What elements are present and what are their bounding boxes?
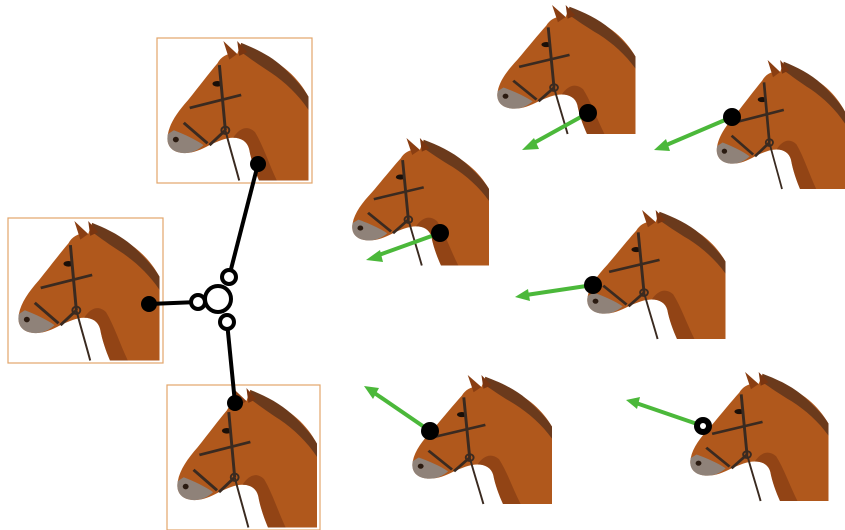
horse-head-image bbox=[495, 3, 637, 136]
keypoint-dot bbox=[584, 276, 602, 294]
horse-head-image bbox=[585, 208, 727, 341]
keypoint-dot bbox=[723, 108, 741, 126]
keypoint-dot bbox=[579, 104, 597, 122]
green-arrowhead bbox=[654, 139, 670, 151]
green-arrowhead bbox=[626, 397, 640, 409]
keypoint-example-6 bbox=[626, 370, 830, 503]
keypoint-example-3 bbox=[654, 58, 845, 191]
framed-horse-bottom bbox=[166, 384, 321, 530]
keypoint-example-2 bbox=[495, 3, 637, 150]
green-arrowhead bbox=[364, 386, 379, 399]
keypoint-dot-left bbox=[141, 296, 157, 312]
keypoint-dot-highlight bbox=[700, 423, 706, 429]
connector-top bbox=[227, 163, 260, 278]
framed-horse-top bbox=[156, 37, 313, 184]
keypoint-example-4 bbox=[515, 208, 727, 341]
green-arrow bbox=[531, 111, 589, 146]
keypoint-dot bbox=[421, 422, 439, 440]
horse-head-image bbox=[350, 136, 491, 267]
green-arrowhead bbox=[522, 138, 539, 150]
keypoint-hub bbox=[141, 156, 266, 411]
hub-port-left bbox=[189, 293, 207, 311]
keypoint-dot-top bbox=[250, 156, 266, 172]
keypoint-dot-bottom bbox=[227, 395, 243, 411]
horse-head-image bbox=[410, 373, 554, 506]
hub-port-top bbox=[220, 268, 238, 286]
green-arrowhead bbox=[366, 250, 383, 262]
hub-center bbox=[203, 284, 233, 314]
horse-head-image bbox=[688, 370, 830, 503]
green-arrowhead bbox=[515, 289, 530, 301]
keypoint-example-1 bbox=[350, 136, 491, 267]
framed-horse-left bbox=[7, 217, 164, 364]
connector-bottom bbox=[225, 321, 237, 404]
green-arrow bbox=[371, 390, 432, 433]
green-arrow bbox=[663, 115, 733, 148]
green-arrow bbox=[635, 401, 704, 428]
green-arrow bbox=[525, 283, 594, 297]
green-arrow bbox=[375, 231, 441, 258]
hub-port-bottom bbox=[218, 313, 236, 331]
keypoint-dot bbox=[431, 224, 449, 242]
keypoint-example-5 bbox=[364, 373, 554, 506]
